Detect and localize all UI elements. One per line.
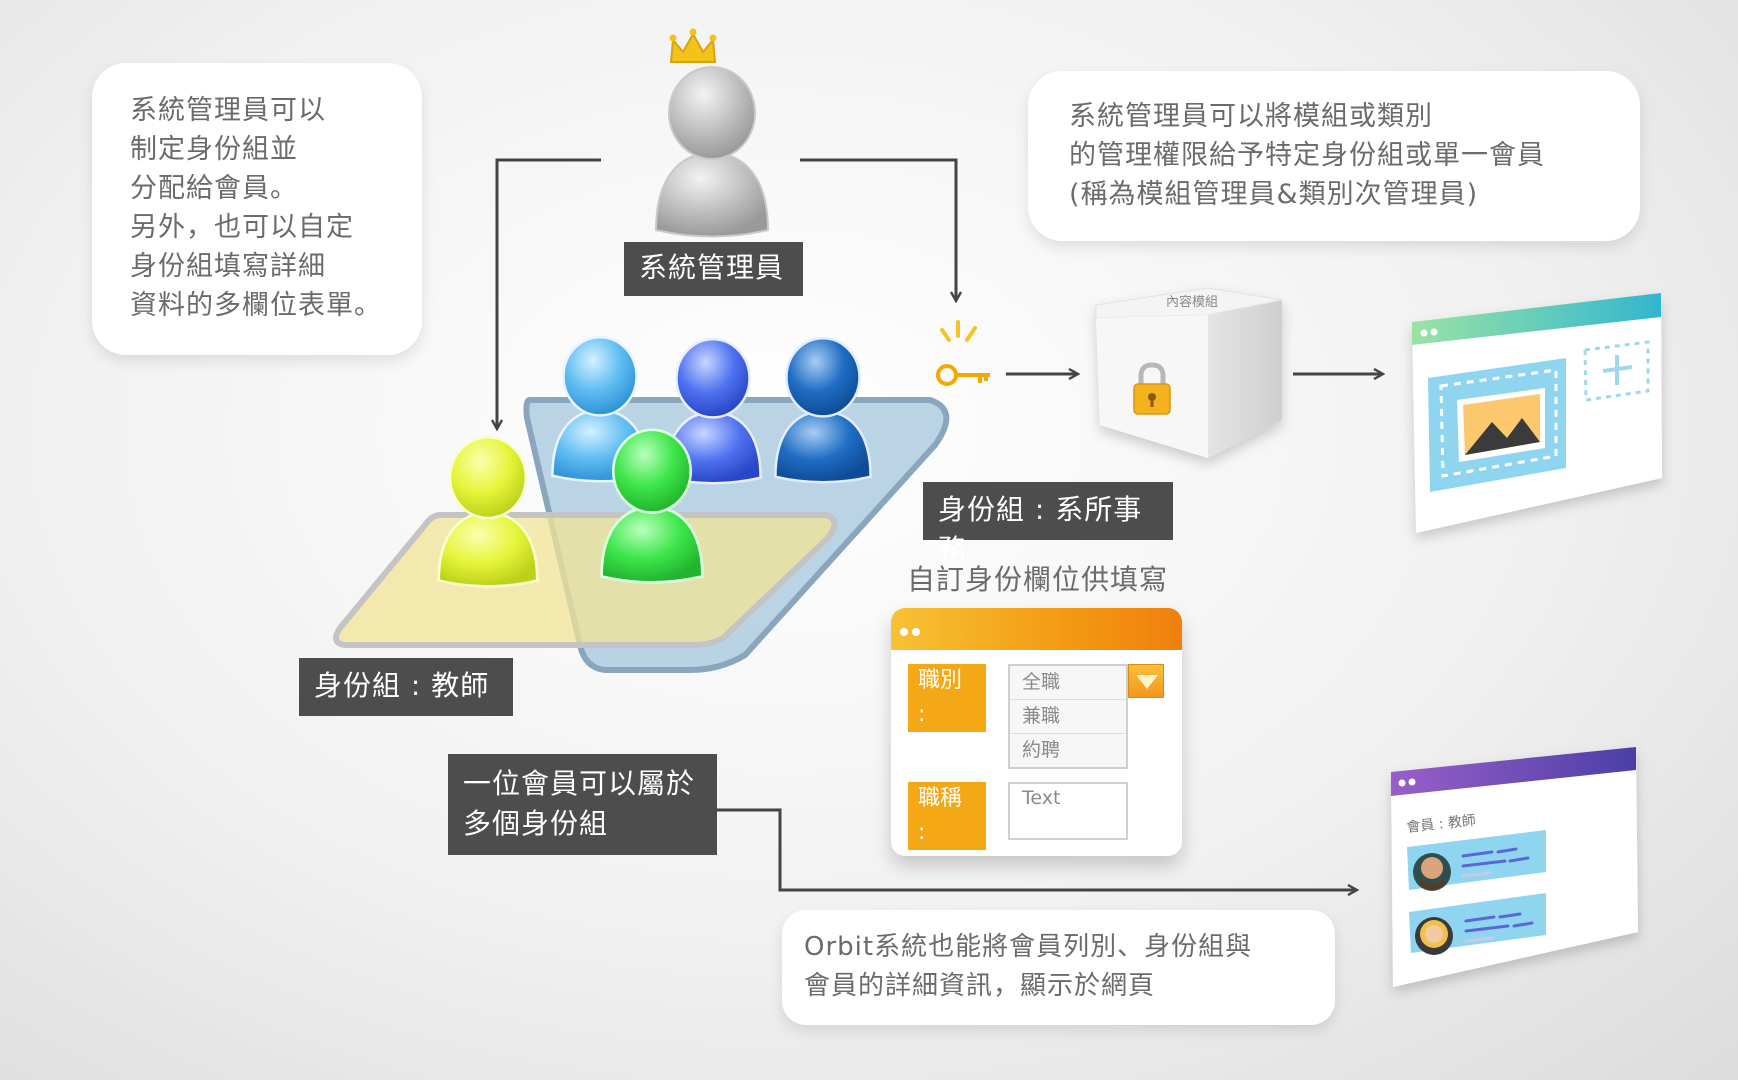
- label-text: 身份組 : 教師: [314, 669, 490, 702]
- bubble-line: 會員的詳細資訊，顯示於網頁: [804, 971, 1156, 1001]
- group-member-icon: [437, 435, 539, 588]
- custom-fields-caption: 自訂身份欄位供填寫: [907, 563, 1169, 596]
- label-group-affairs: 身份組 : 系所事務: [923, 482, 1173, 566]
- form-title-bar: [891, 608, 1182, 650]
- crown-icon: [669, 28, 717, 63]
- label-text: 系統管理員: [639, 251, 785, 284]
- bubble-line: 系統管理員可以將模組或類別: [1069, 101, 1433, 132]
- page-window-image: [1412, 293, 1662, 533]
- bubble-line: (稱為模組管理員&類別次管理員): [1069, 179, 1479, 210]
- bubble-line: 另外，也可以自定: [130, 212, 354, 243]
- label-member-multi: 一位會員可以屬於 多個身份組: [448, 754, 717, 855]
- bubble-admin-groups: 系統管理員可以 制定身份組並 分配給會員。 另外，也可以自定 身份組填寫詳細 資…: [92, 63, 422, 355]
- label-sysadmin: 系統管理員: [624, 242, 803, 296]
- label-text: 身份組 : 系所事務: [938, 493, 1143, 566]
- job-type-label: 職別 :: [908, 664, 986, 732]
- bubble-permissions: 系統管理員可以將模組或類別 的管理權限給予特定身份組或單一會員 (稱為模組管理員…: [1028, 71, 1640, 241]
- bubble-line: 分配給會員。: [130, 173, 298, 204]
- label-text: 多個身份組: [463, 807, 609, 840]
- arrow-admin-to-key: [800, 158, 956, 300]
- label-group-teacher: 身份組 : 教師: [299, 658, 513, 716]
- job-type-options[interactable]: 全職 兼職 約聘: [1008, 664, 1128, 769]
- member-panel-title: 會員 : 教師: [1406, 813, 1477, 836]
- content-box-icon: [1095, 287, 1283, 458]
- member-avatar-icon: [1413, 853, 1451, 891]
- bubble-line: 資料的多欄位表單。: [130, 290, 382, 321]
- key-icon: [936, 320, 990, 386]
- lock-icon: [1133, 362, 1171, 415]
- connector-lines: [497, 158, 1382, 890]
- dropdown-arrow-icon[interactable]: [1128, 664, 1164, 698]
- job-type-option[interactable]: 約聘: [1022, 739, 1061, 761]
- bubble-line: 的管理權限給予特定身份組或單一會員: [1069, 140, 1545, 171]
- custom-fields-form: 職別 : 全職 兼職 約聘 職稱 : Text: [891, 608, 1182, 856]
- bubble-line: 制定身份組並: [130, 134, 298, 165]
- label-text: 一位會員可以屬於: [463, 767, 696, 800]
- add-icon: [1583, 340, 1650, 402]
- member-avatar-icon: [1415, 917, 1453, 955]
- bubble-orbit: Orbit系統也能將會員列別、身份組與 會員的詳細資訊，顯示於網頁: [782, 910, 1335, 1025]
- admin-avatar-icon: [655, 66, 769, 238]
- bubble-line: 系統管理員可以: [130, 95, 326, 126]
- content-module-label: 內容模組: [1166, 294, 1218, 310]
- member-panel-window: [1391, 747, 1638, 987]
- arrow-admin-to-groups: [497, 158, 601, 428]
- job-type-option[interactable]: 兼職: [1010, 700, 1126, 734]
- job-title-input[interactable]: Text: [1008, 782, 1128, 840]
- job-type-option[interactable]: 全職: [1010, 666, 1126, 700]
- job-title-label: 職稱 :: [908, 782, 986, 850]
- arrow-member-to-panel: [717, 808, 1356, 890]
- window-dots: [900, 621, 924, 640]
- bubble-line: Orbit系統也能將會員列別、身份組與: [804, 932, 1253, 962]
- bubble-line: 身份組填寫詳細: [130, 251, 326, 282]
